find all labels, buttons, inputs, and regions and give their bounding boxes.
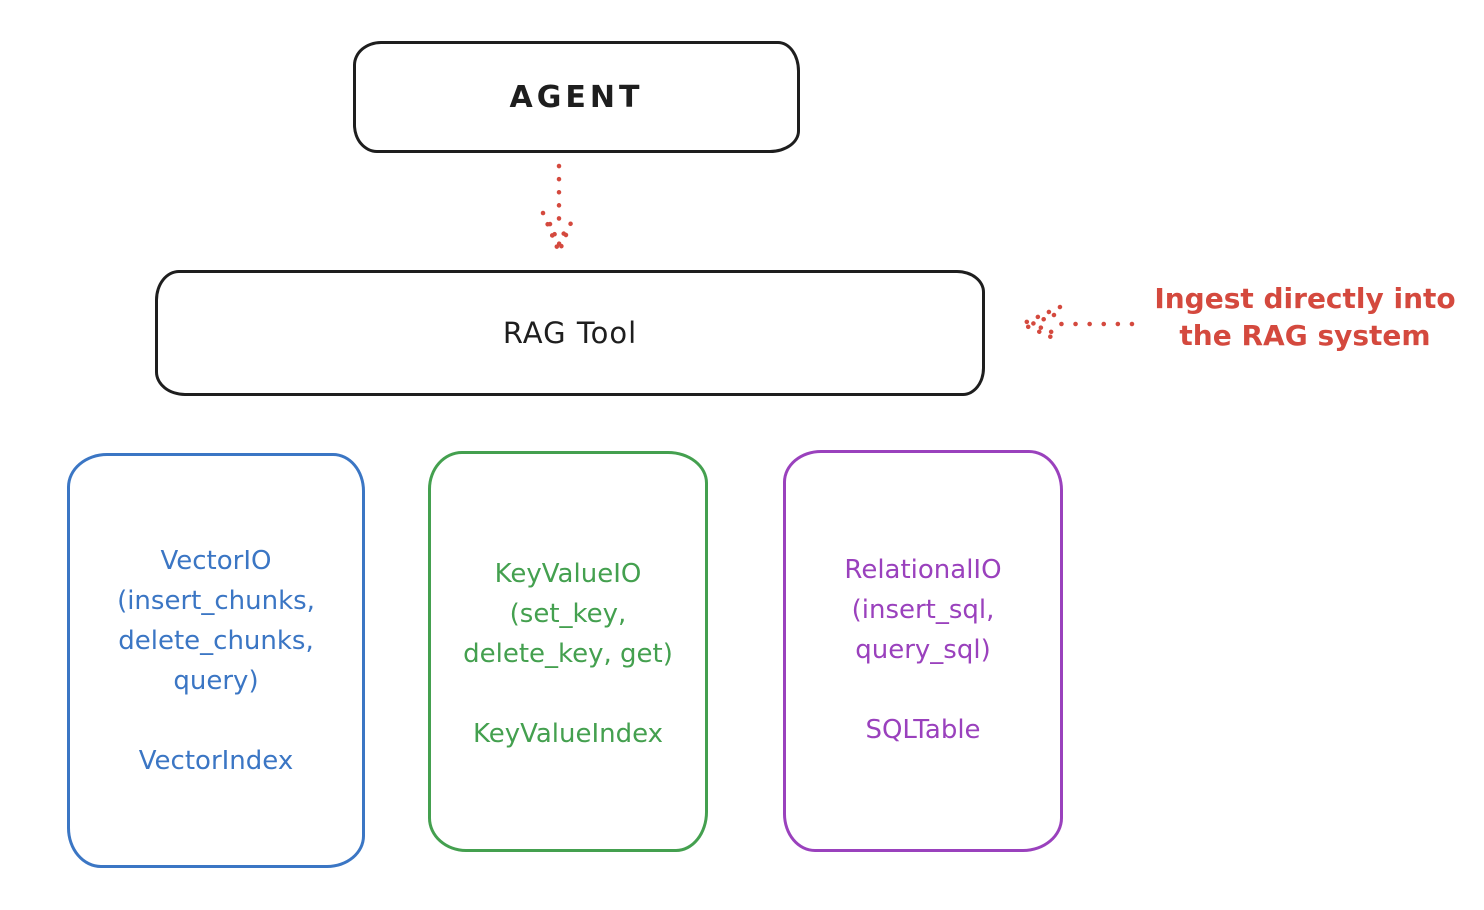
keyvalue-io-box: KeyValueIO (set_key, delete_key, get) Ke…	[428, 451, 708, 852]
sql-table-label: SQLTable	[865, 715, 981, 745]
relational-io-methods-2: query_sql)	[855, 635, 991, 665]
keyvalue-io-methods-1: (set_key,	[509, 599, 627, 629]
keyvalue-io-methods-2: delete_key, get)	[463, 639, 673, 669]
ingest-annotation-line1: Ingest directly into	[1154, 282, 1456, 315]
rag-tool-label: RAG Tool	[502, 316, 638, 350]
vector-io-methods-2: delete_chunks,	[118, 626, 314, 656]
ingest-annotation-line2: the RAG system	[1179, 319, 1431, 352]
keyvalue-index-label: KeyValueIndex	[472, 719, 664, 749]
ingest-annotation: Ingest directly into the RAG system	[1138, 280, 1472, 354]
agent-node: AGENT	[353, 41, 800, 153]
relational-io-title: RelationalIO	[844, 555, 1002, 585]
dotted-arrow-down-icon	[540, 163, 578, 258]
agent-label: AGENT	[509, 79, 644, 115]
relational-io-methods-1: (insert_sql,	[851, 595, 995, 625]
relational-io-box: RelationalIO (insert_sql, query_sql) SQL…	[783, 450, 1063, 852]
vector-io-methods-3: query)	[173, 666, 259, 696]
vector-io-title: VectorIO	[160, 546, 272, 576]
vector-index-label: VectorIndex	[138, 746, 294, 776]
vector-io-methods-1: (insert_chunks,	[117, 586, 315, 616]
keyvalue-io-title: KeyValueIO	[494, 559, 642, 589]
vector-io-box: VectorIO (insert_chunks, delete_chunks, …	[67, 453, 365, 868]
dotted-arrow-left-icon	[1016, 304, 1135, 344]
rag-tool-node: RAG Tool	[155, 270, 985, 396]
